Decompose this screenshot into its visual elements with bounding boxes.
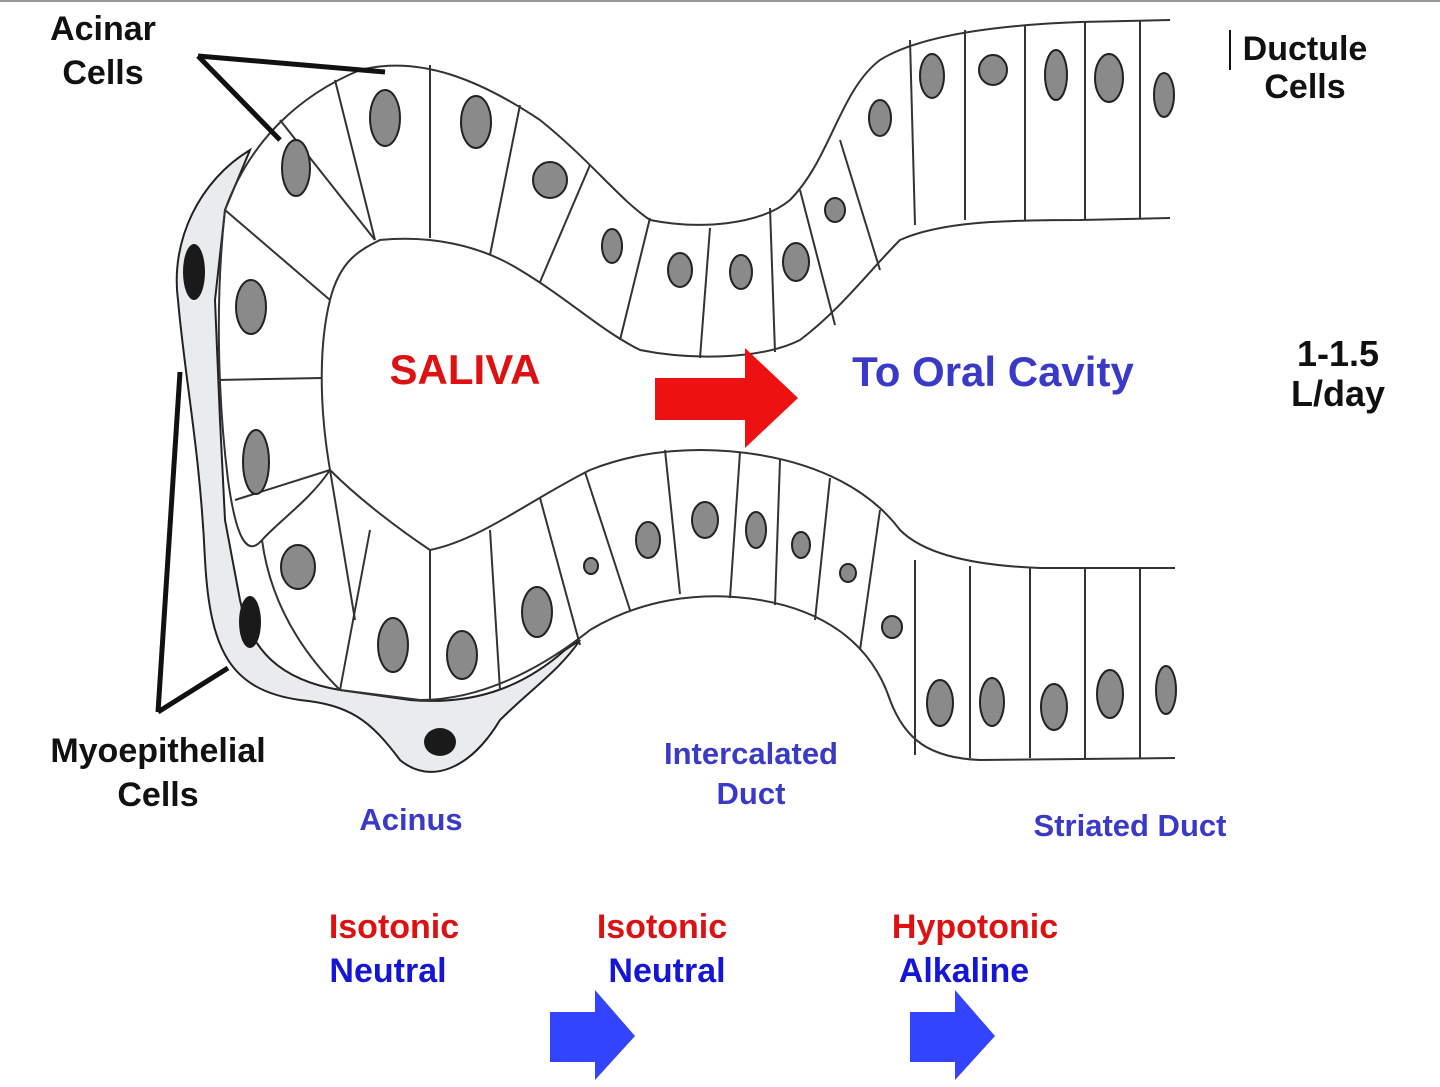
- nucleus: [280, 544, 316, 590]
- acinus-left-wall: [217, 209, 263, 548]
- nucleus: [635, 521, 661, 559]
- nucleus: [235, 279, 267, 335]
- nucleus: [868, 99, 892, 137]
- nucleus: [782, 242, 810, 282]
- upper-epithelium-inner: [329, 217, 1171, 358]
- myoepithelial-nucleus: [239, 596, 261, 648]
- nucleus: [978, 54, 1008, 86]
- acinus-inner-left: [320, 299, 331, 471]
- intercalated-duct-label: Intercalated: [664, 736, 838, 771]
- rate-label: 1-1.5: [1297, 333, 1379, 374]
- intercalated-ph: Neutral: [608, 952, 725, 990]
- nucleus: [729, 254, 753, 290]
- nucleus: [1096, 669, 1124, 719]
- cell-nuclei: [235, 49, 1177, 731]
- acinus-ph: Neutral: [329, 952, 446, 990]
- nucleus: [521, 586, 553, 638]
- left-cell-borders: [217, 377, 331, 501]
- nucleus: [667, 252, 693, 288]
- striated-ph: Alkaline: [899, 952, 1029, 990]
- nucleus: [1153, 72, 1175, 118]
- striated-tonicity: Hypotonic: [892, 908, 1058, 946]
- nucleus: [369, 89, 401, 147]
- nucleus: [979, 677, 1005, 727]
- label-pointers: [155, 53, 386, 715]
- nucleus: [791, 531, 811, 559]
- nucleus: [839, 563, 857, 583]
- ductule-cells-label-2: Cells: [1264, 68, 1345, 106]
- myoepithelial-nucleus: [424, 728, 456, 756]
- lower-epithelium-outer: [261, 539, 1176, 762]
- nucleus: [281, 139, 311, 197]
- flow-arrow-blue-1: [550, 990, 635, 1080]
- nucleus: [1040, 683, 1068, 731]
- saliva-label: SALIVA: [390, 346, 541, 393]
- nucleus: [881, 615, 903, 639]
- intercalated-duct-label-2: Duct: [717, 776, 786, 811]
- flow-arrow-red: [655, 348, 798, 448]
- nucleus: [1155, 665, 1177, 715]
- myoepithelial-sheath: [175, 147, 581, 773]
- acinar-cells-label: Acinar: [50, 10, 156, 48]
- nucleus: [926, 679, 954, 727]
- myoepithelial-cells-label: Myoepithelial: [50, 732, 265, 770]
- nucleus: [583, 557, 599, 575]
- lower-epithelium-inner: [261, 449, 1175, 569]
- ductule-cells-label: Ductule: [1243, 30, 1368, 68]
- nucleus: [919, 53, 945, 99]
- to-oral-cavity-label: To Oral Cavity: [852, 348, 1134, 395]
- myoepithelial-nucleus: [183, 244, 205, 300]
- striated-duct-label: Striated Duct: [1034, 808, 1227, 843]
- nucleus: [824, 197, 846, 223]
- nucleus: [691, 501, 719, 539]
- nucleus: [377, 617, 409, 673]
- acinar-cells-label-2: Cells: [62, 54, 143, 92]
- nucleus: [460, 95, 492, 149]
- acinus-label: Acinus: [359, 802, 462, 837]
- intercalated-tonicity: Isotonic: [597, 908, 727, 946]
- nucleus: [242, 429, 270, 495]
- myoepithelial-cells-label-2: Cells: [117, 776, 198, 814]
- nucleus: [1044, 49, 1068, 101]
- acinus-tonicity: Isotonic: [329, 908, 459, 946]
- flow-arrow-blue-2: [910, 990, 995, 1080]
- lower-cell-borders: [329, 449, 1141, 758]
- upper-epithelium-outer: [224, 19, 1171, 226]
- upper-cell-borders: [224, 20, 1141, 359]
- nucleus: [532, 161, 568, 199]
- nucleus: [446, 630, 478, 680]
- rate-unit-label: L/day: [1291, 373, 1385, 414]
- nucleus: [1094, 53, 1124, 103]
- nucleus: [601, 228, 623, 264]
- nucleus: [745, 511, 767, 549]
